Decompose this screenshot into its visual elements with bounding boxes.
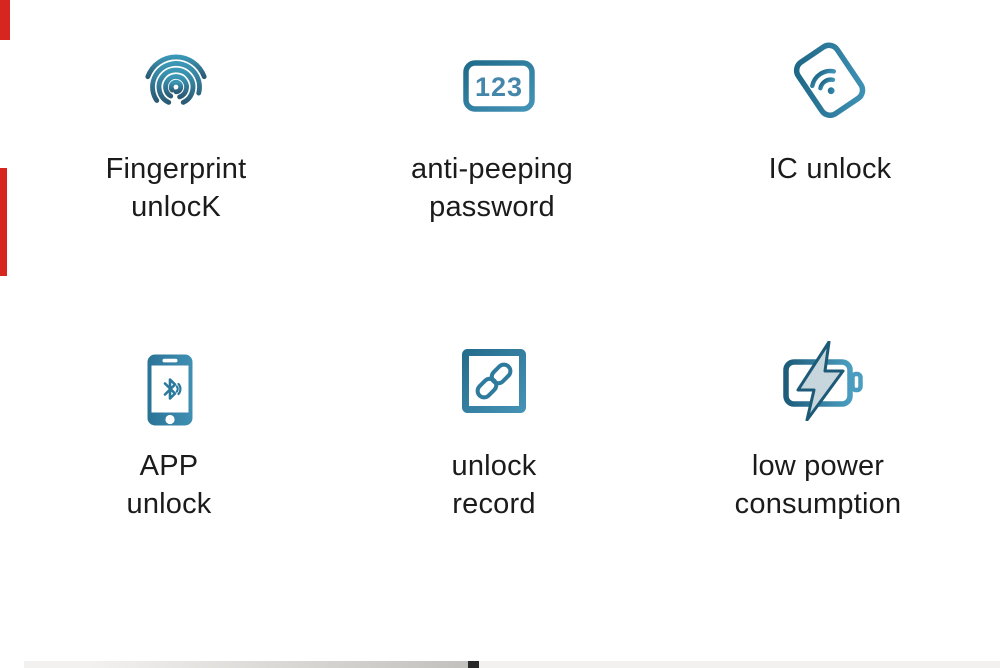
feature-label-line1: low power [751, 450, 885, 482]
red-edge-marker-left [0, 168, 7, 276]
phone-bluetooth-icon [147, 354, 193, 426]
chain-link-icon [462, 349, 526, 413]
feature-label: anti-peeping password [332, 150, 652, 226]
feature-label: unlock record [334, 447, 654, 523]
feature-label: low power consumption [658, 447, 978, 523]
feature-label-line2: consumption [734, 488, 902, 520]
keypad-123-text: 123 [475, 72, 523, 102]
feature-label-line1: APP [139, 450, 199, 482]
feature-label-line1: IC unlock [768, 153, 892, 185]
bottom-strip-dark-segment [468, 661, 479, 668]
feature-label-line2: record [452, 488, 536, 520]
fingerprint-icon [145, 54, 207, 105]
red-edge-marker-top [0, 0, 10, 40]
feature-label-line1: unlock [451, 450, 537, 482]
feature-label: Fingerprint unlocK [16, 150, 336, 226]
feature-label-line1: anti-peeping [410, 153, 574, 185]
bottom-strip [24, 661, 1000, 668]
feature-label-line2: unlocK [131, 191, 221, 223]
bluetooth-glyph [163, 378, 177, 400]
feature-label-line2: password [429, 191, 555, 223]
feature-label: APP unlock [9, 447, 329, 523]
feature-label: IC unlock [670, 150, 990, 188]
feature-label-line2: unlock [126, 488, 212, 520]
battery-lightning-icon [783, 341, 863, 421]
lightning-bolt [796, 341, 845, 421]
keypad-123-icon: 123 [463, 60, 535, 112]
ic-card-icon [793, 42, 866, 118]
bottom-strip-gradient [90, 661, 468, 668]
feature-label-line1: Fingerprint [105, 153, 247, 185]
